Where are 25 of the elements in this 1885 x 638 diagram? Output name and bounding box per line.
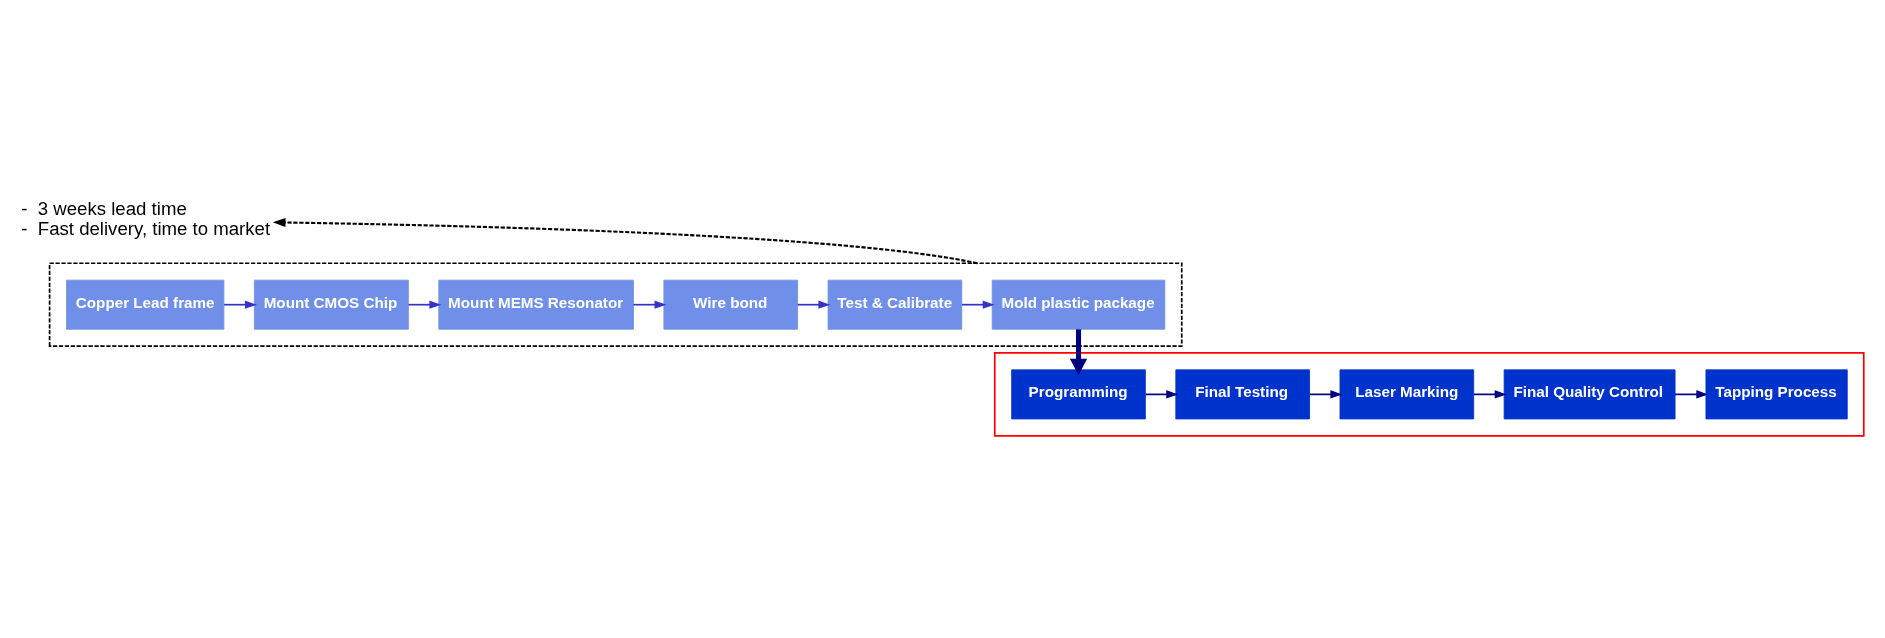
node-box: Final Testing (1175, 368, 1310, 419)
node-box: Mold plastic package (991, 279, 1166, 330)
arrow (223, 300, 257, 309)
node-box: Final Quality Control (1503, 368, 1676, 419)
arrow (272, 217, 978, 264)
arrow (796, 300, 831, 309)
node-box: Wire bond (663, 279, 799, 330)
node-box: Test & Calibrate (827, 279, 963, 330)
arrow (1308, 389, 1343, 399)
arrow (1144, 389, 1179, 399)
arrow (632, 300, 667, 309)
node-text: - 3 weeks lead time - Fast delivery, time to market (21, 197, 271, 239)
arrow (1473, 389, 1507, 399)
node-box: Laser Marking (1339, 368, 1475, 419)
node-box: Programming (1011, 368, 1146, 419)
node-box: Mount MEMS Resonator (438, 279, 634, 330)
cluster (993, 351, 1865, 437)
arrow (961, 300, 995, 309)
arrow (1069, 328, 1088, 375)
cluster (48, 261, 1183, 347)
node-box: Copper Lead frame (66, 279, 225, 330)
node-box: Mount CMOS Chip (253, 279, 409, 330)
node-box: Tapping Process (1705, 368, 1848, 419)
arrow (1674, 389, 1709, 399)
arrow (407, 300, 442, 309)
